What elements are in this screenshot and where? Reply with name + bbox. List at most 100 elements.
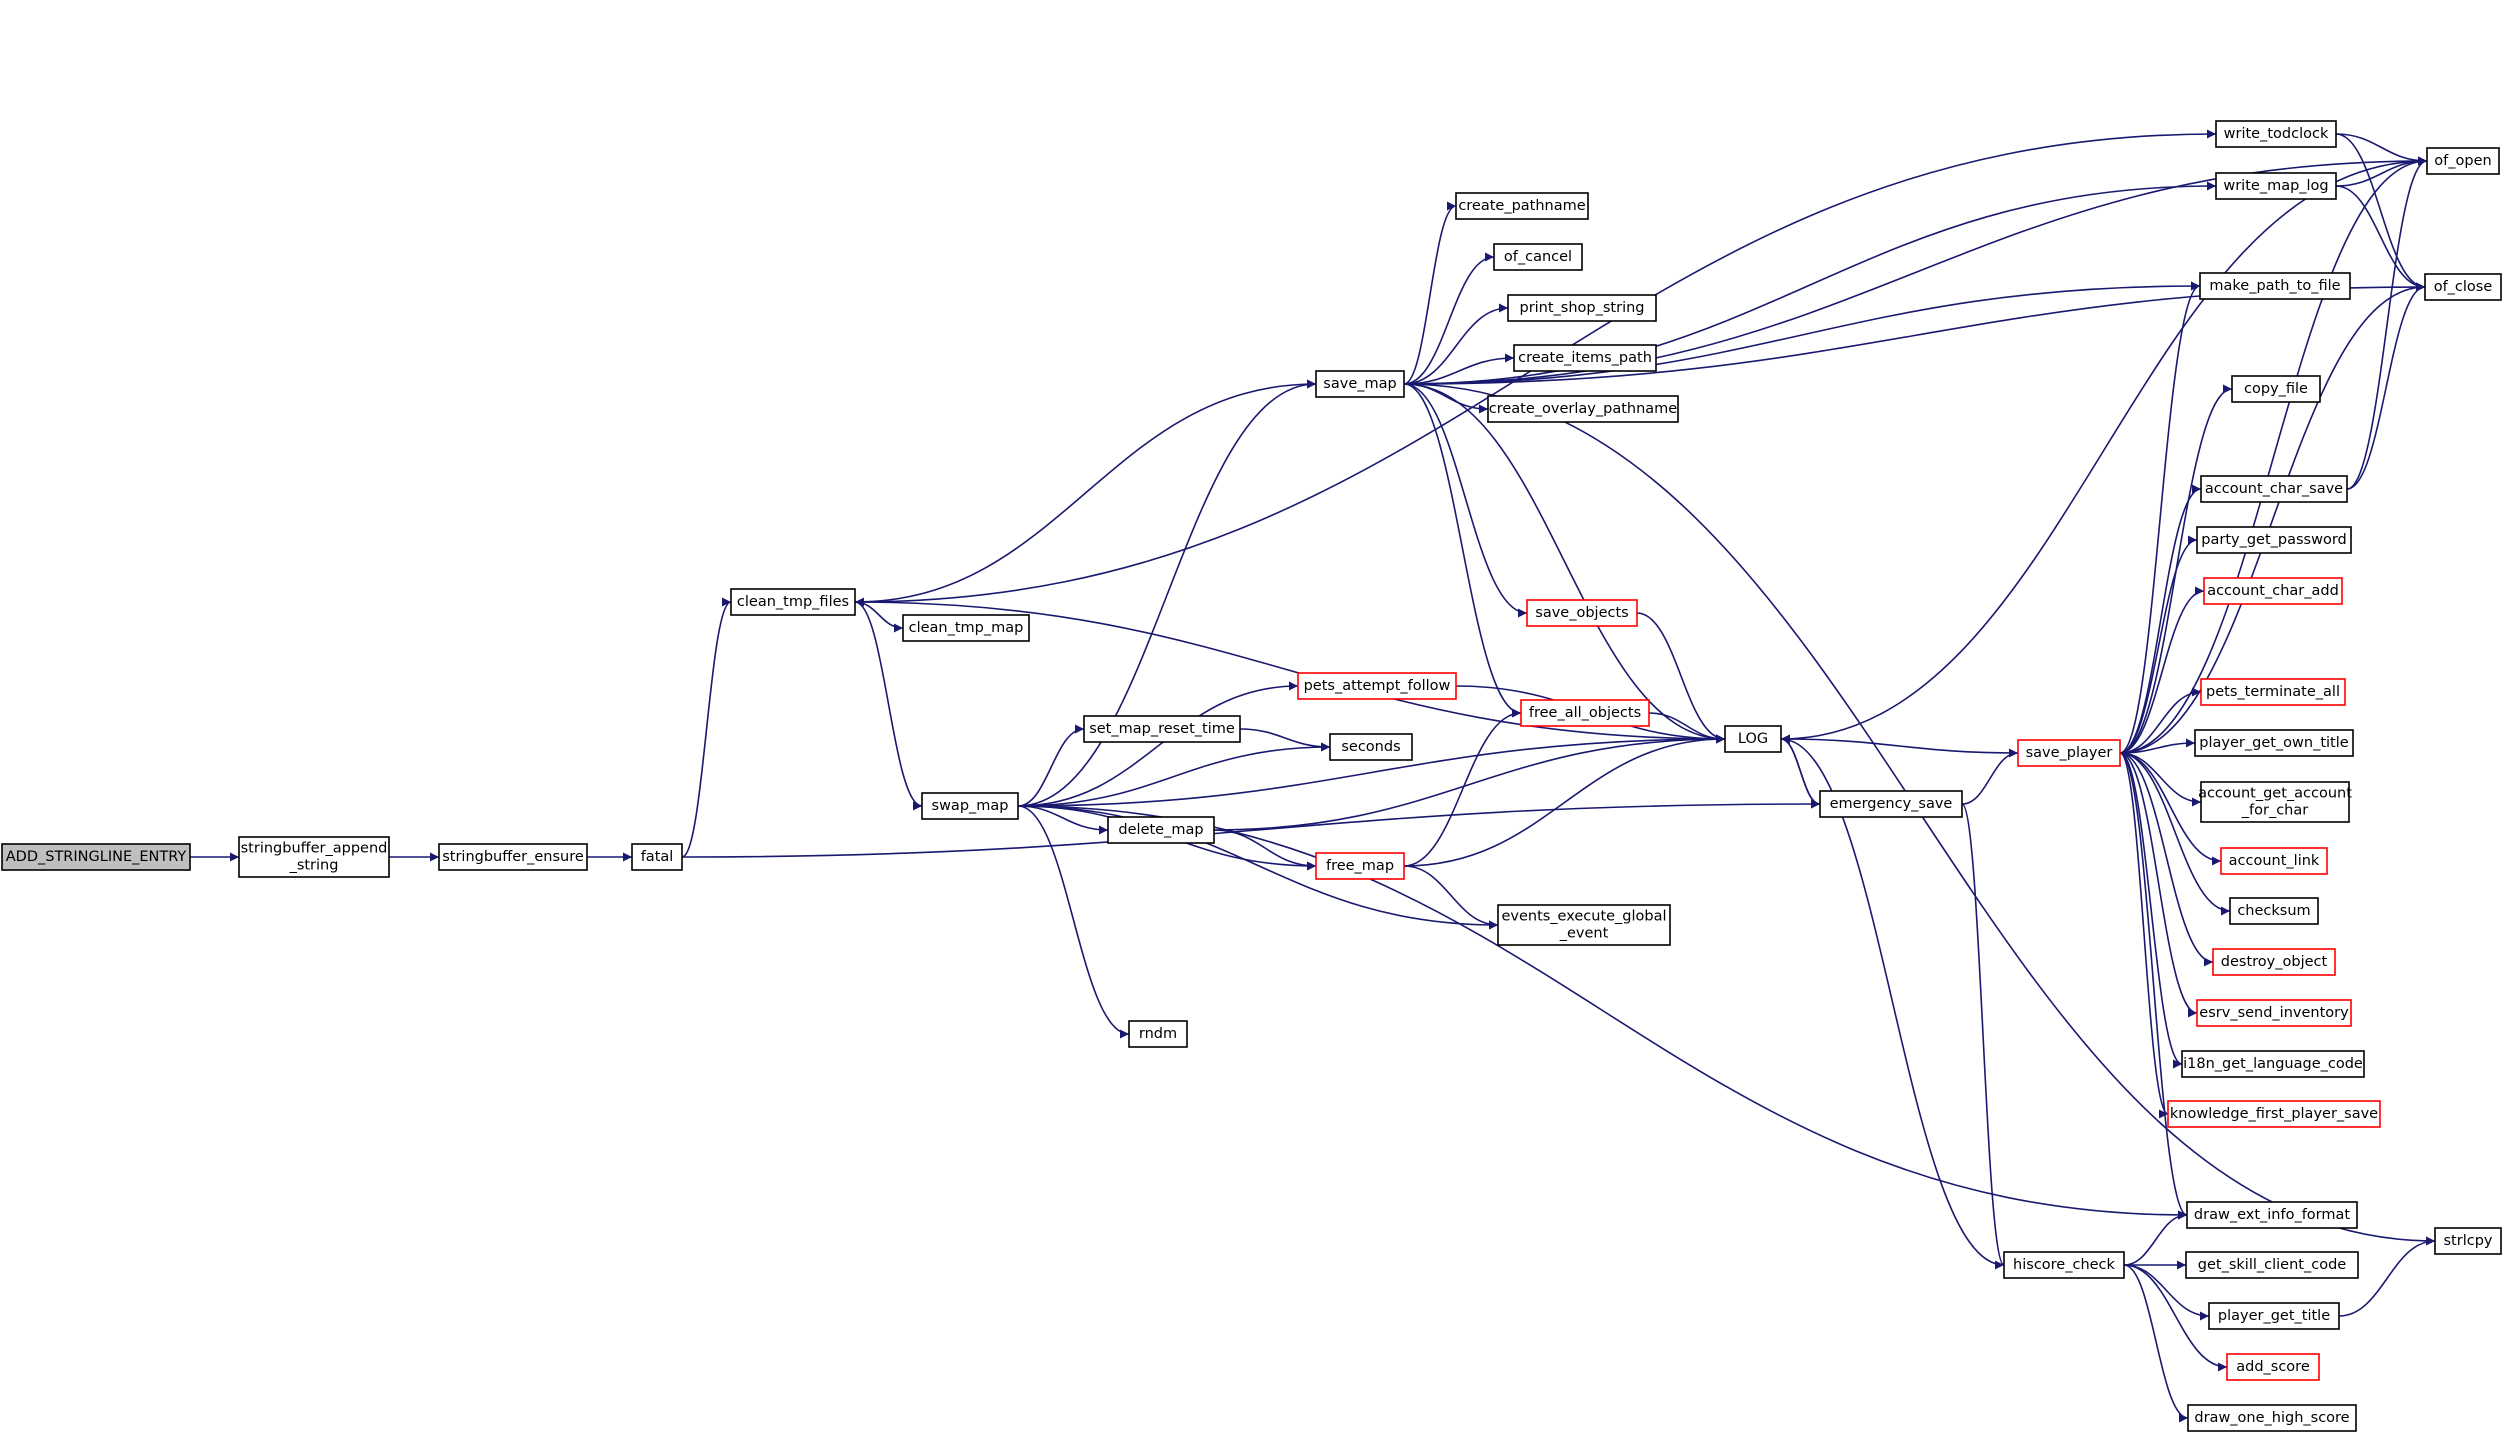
edge-emergency_save-to-hiscore_check [1961,803,2005,1270]
node-box [1107,816,1215,844]
node-box [1487,395,1679,423]
node-label: account_char_save [2205,481,2343,497]
node-label: create_overlay_pathname [1489,401,1678,417]
node-account_char_save[interactable]: account_char_save [2200,475,2348,503]
node-destroy_object[interactable]: destroy_object [2212,948,2336,976]
node-free_all_objects[interactable]: free_all_objects [1520,699,1650,727]
node-box [238,836,390,878]
node-strlcpy[interactable]: strlcpy [2434,1227,2502,1255]
node-player_get_own_title[interactable]: player_get_own_title [2194,729,2354,757]
node-make_path_to_file[interactable]: make_path_to_file [2199,272,2351,300]
node-stringbuffer_ensure[interactable]: stringbuffer_ensure [438,843,588,871]
node-label: ADD_STRINGLINE_ENTRY [6,849,187,865]
node-box [1315,370,1405,398]
edge-save_player-to-party_get_password [2119,535,2198,754]
edge-save_player-to-checksum [2119,752,2231,916]
node-label: save_map [1323,376,1396,392]
node-of_open[interactable]: of_open [2426,147,2500,175]
node-write_todclock[interactable]: write_todclock [2215,120,2337,148]
node-create_overlay_pathname[interactable]: create_overlay_pathname [1487,395,1679,423]
node-free_map[interactable]: free_map [1315,852,1405,880]
edge-save_player-to-knowledge_first_player_save [2119,752,2169,1119]
node-box [2231,375,2321,403]
node-box [730,588,856,616]
node-create_pathname[interactable]: create_pathname [1455,192,1589,220]
node-box [2003,1251,2125,1279]
node-box [2200,781,2350,823]
edge-save_player-to-draw_ext_info_format [2119,752,2188,1220]
edge-save_map-to-LOG [1403,383,1726,744]
node-stringbuffer_append_string[interactable]: stringbuffer_append_string [238,836,390,878]
node-clean_tmp_files[interactable]: clean_tmp_files [730,588,856,616]
node-account_link[interactable]: account_link [2220,847,2328,875]
node-label: swap_map [932,798,1009,814]
node-LOG[interactable]: LOG [1724,725,1782,753]
node-box [2187,1404,2357,1432]
node-box [2200,678,2346,706]
node-print_shop_string[interactable]: print_shop_string [1507,294,1657,322]
node-save_objects[interactable]: save_objects [1526,599,1638,627]
node-label: destroy_object [2221,954,2328,970]
node-hiscore_check[interactable]: hiscore_check [2003,1251,2125,1279]
node-player_get_title[interactable]: player_get_title [2208,1302,2340,1330]
node-box [902,614,1030,642]
node-get_skill_client_code[interactable]: get_skill_client_code [2185,1251,2359,1279]
node-label: clean_tmp_map [909,620,1024,636]
node-delete_map[interactable]: delete_map [1107,816,1215,844]
node-party_get_password[interactable]: party_get_password [2196,526,2352,554]
node-pets_terminate_all[interactable]: pets_terminate_all [2200,678,2346,706]
node-box [1513,344,1657,372]
node-i18n_get_language_code[interactable]: i18n_get_language_code [2181,1050,2365,1078]
node-create_items_path[interactable]: create_items_path [1513,344,1657,372]
node-copy_file[interactable]: copy_file [2231,375,2321,403]
node-checksum[interactable]: checksum [2229,897,2319,925]
node-fatal[interactable]: fatal [631,843,683,871]
node-label: create_items_path [1518,350,1652,366]
node-pets_attempt_follow[interactable]: pets_attempt_follow [1297,672,1457,700]
node-ADD_STRINGLINE_ENTRY[interactable]: ADD_STRINGLINE_ENTRY [1,843,191,871]
edge-save_player-to-destroy_object [2119,752,2214,967]
node-rndm[interactable]: rndm [1128,1020,1188,1048]
node-swap_map[interactable]: swap_map [921,792,1019,820]
node-draw_ext_info_format[interactable]: draw_ext_info_format [2186,1201,2358,1229]
node-label: write_todclock [2224,126,2329,142]
node-add_score[interactable]: add_score [2226,1353,2320,1381]
edge-hiscore_check-to-add_score [2123,1264,2228,1372]
edge-clean_tmp_files-to-save_map [854,379,1317,603]
node-label: account_char_add [2207,583,2339,599]
edge-swap_map-to-rndm [1017,805,1130,1039]
node-label: stringbuffer_ensure [442,849,584,865]
edge-save_map-to-save_objects [1403,383,1528,618]
node-of_cancel[interactable]: of_cancel [1493,243,1583,271]
node-save_player[interactable]: save_player [2017,739,2121,767]
node-save_map[interactable]: save_map [1315,370,1405,398]
node-account_char_add[interactable]: account_char_add [2203,577,2343,605]
node-label: of_cancel [1504,249,1572,265]
node-label: free_all_objects [1529,705,1641,721]
node-label: strlcpy [2444,1233,2493,1249]
node-emergency_save[interactable]: emergency_save [1819,790,1963,818]
node-events_execute_global_event[interactable]: events_execute_global_event [1497,904,1671,946]
edge-free_map-to-LOG [1403,734,1726,867]
node-knowledge_first_player_save[interactable]: knowledge_first_player_save [2167,1100,2381,1128]
node-box [1329,733,1413,761]
node-account_get_account_for_char[interactable]: account_get_account_for_char [2198,781,2352,823]
edge-clean_tmp_files-to-swap_map [854,601,923,811]
node-write_map_log[interactable]: write_map_log [2215,172,2337,200]
node-label: save_player [2026,745,2113,761]
node-box [2196,999,2352,1027]
edge-save_player-to-esrv_send_inventory [2119,752,2198,1018]
node-box [2186,1201,2358,1229]
node-set_map_reset_time[interactable]: set_map_reset_time [1083,715,1241,743]
node-esrv_send_inventory[interactable]: esrv_send_inventory [2196,999,2352,1027]
node-box [2017,739,2121,767]
node-draw_one_high_score[interactable]: draw_one_high_score [2187,1404,2357,1432]
node-box [2208,1302,2340,1330]
node-clean_tmp_map[interactable]: clean_tmp_map [902,614,1030,642]
edge-swap_map-to-LOG [1017,734,1726,807]
edge-hiscore_check-to-LOG [1780,734,2005,1266]
edge-LOG-to-of_open [1780,156,2428,740]
node-box [1819,790,1963,818]
node-seconds[interactable]: seconds [1329,733,1413,761]
node-of_close[interactable]: of_close [2424,273,2502,301]
